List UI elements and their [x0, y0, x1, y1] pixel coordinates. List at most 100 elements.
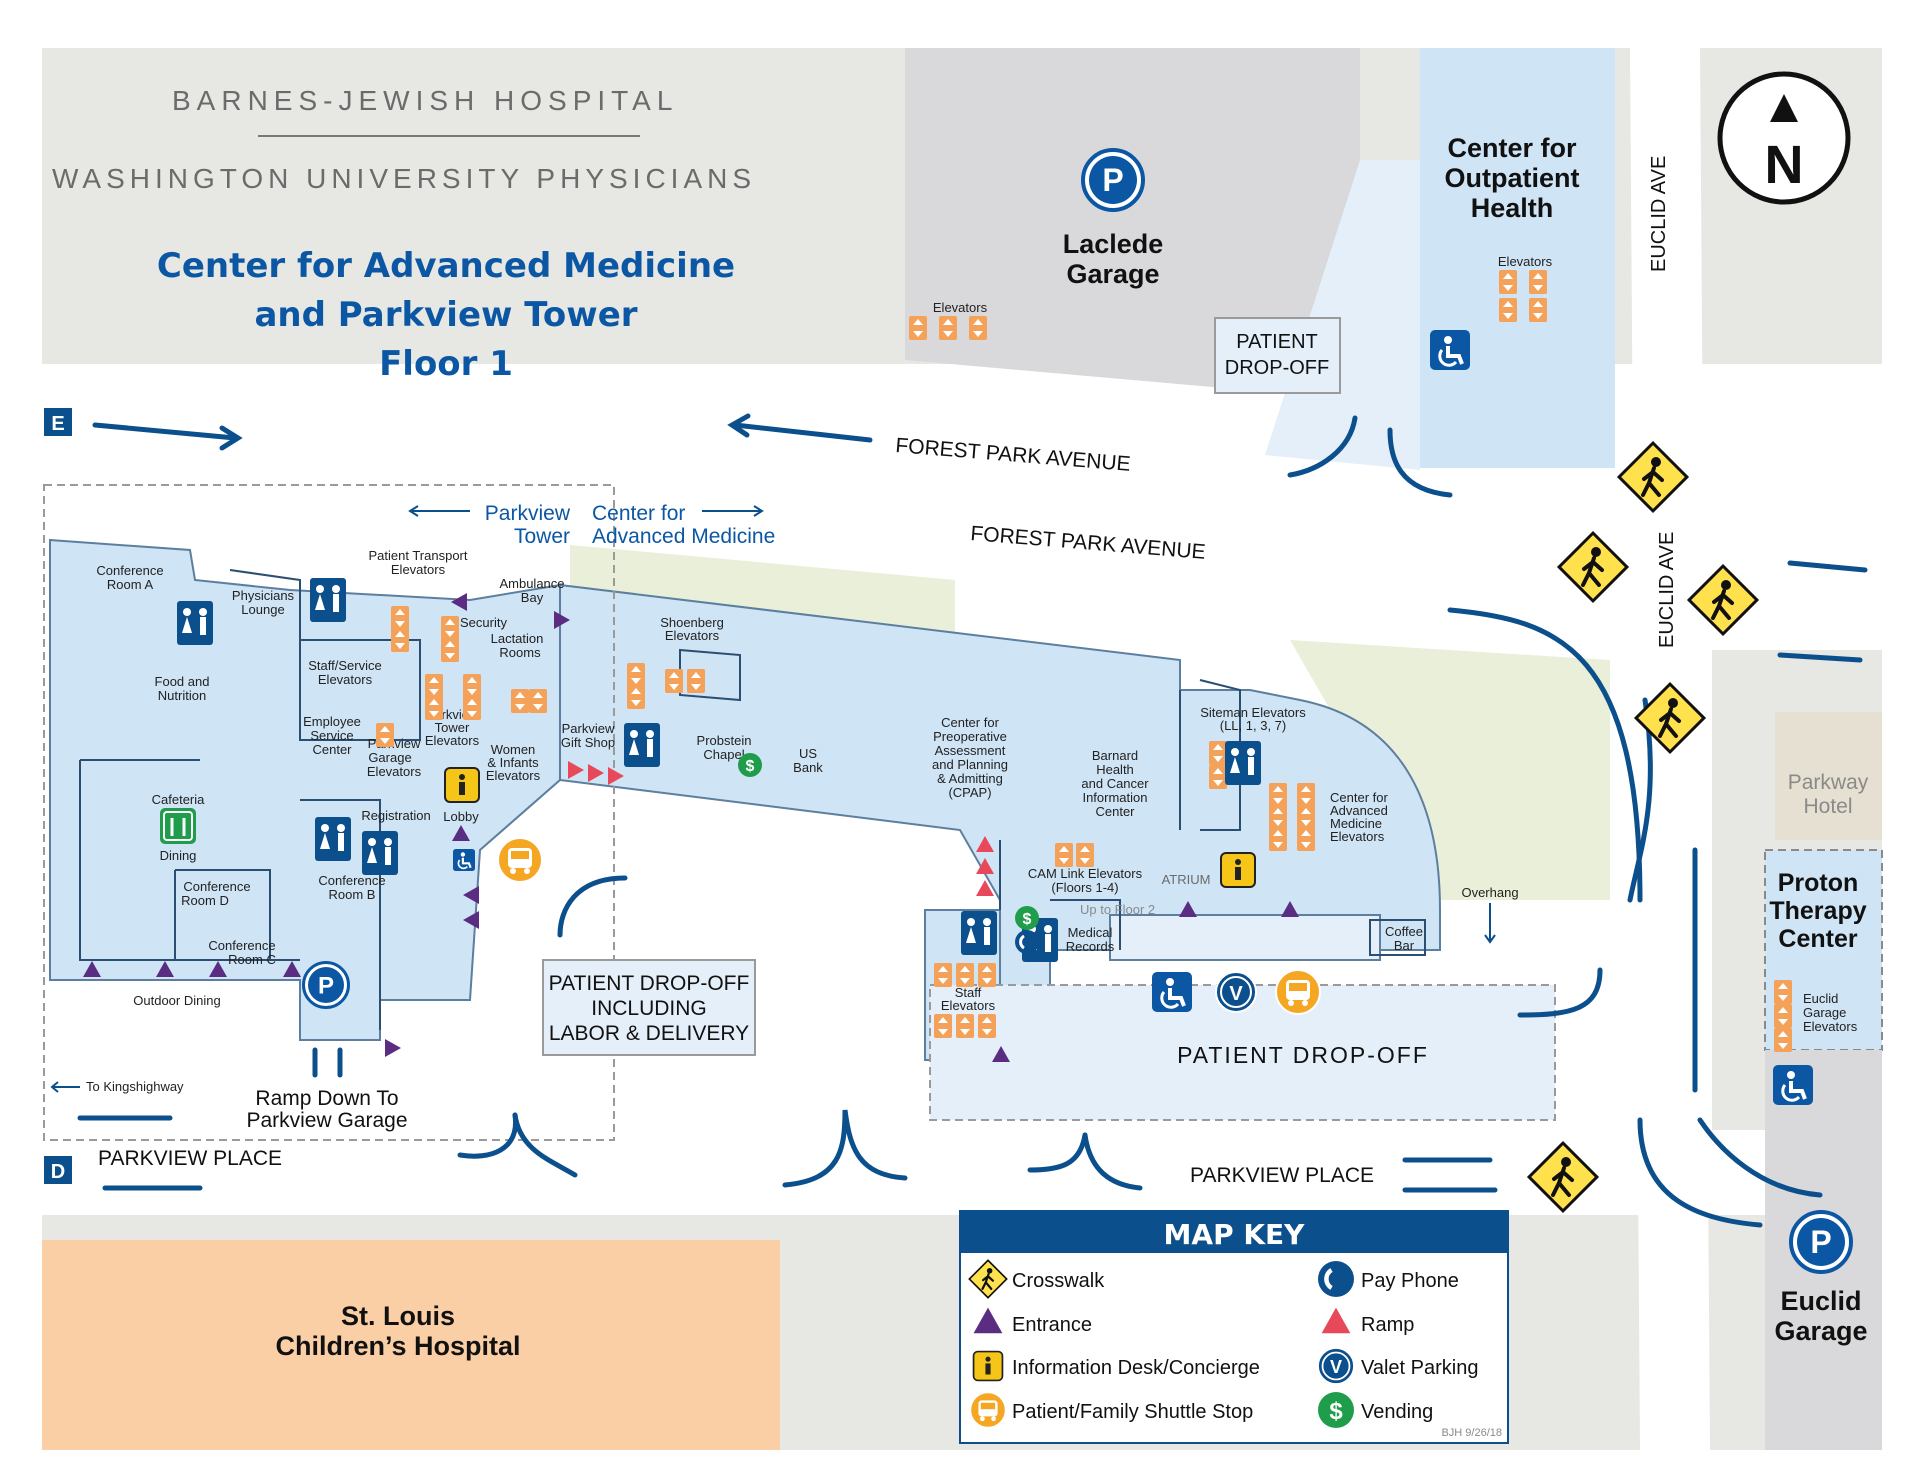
lobby-accessible-icon — [451, 847, 477, 873]
legend-label-valet: Valet Parking — [1361, 1357, 1478, 1379]
room-food-1: Food and — [155, 674, 210, 689]
legend-label-crosswalk: Crosswalk — [1012, 1270, 1105, 1292]
room-cam-elev-2: Advanced — [1330, 803, 1388, 818]
room-barnard-2: Health — [1096, 762, 1134, 777]
room-conference-d-2: Room D — [181, 893, 229, 908]
section-marker-d: D — [51, 1161, 65, 1183]
room-conference-b-1: Conference — [318, 873, 385, 888]
laclede-parking-icon — [1081, 148, 1145, 212]
room-parkview-garage-elev-2: Garage — [368, 750, 411, 765]
room-shoenberg-2: Elevators — [665, 628, 720, 643]
dropoff-shuttle-icon — [1275, 969, 1321, 1015]
room-cpap-1: Center for — [941, 715, 999, 730]
room-women-3: Elevators — [486, 768, 541, 783]
room-cam-link-1: CAM Link Elevators — [1028, 866, 1143, 881]
ramp-label-2: Parkview Garage — [246, 1109, 407, 1132]
room-ambulance-2: Bay — [521, 590, 544, 605]
childrens-label-1: St. Louis — [341, 1301, 455, 1331]
room-lobby: Lobby — [443, 809, 479, 824]
room-siteman-1: Siteman Elevators — [1200, 705, 1306, 720]
compass-letter: N — [1765, 135, 1804, 195]
labor-dropoff-label-1: PATIENT DROP-OFF — [549, 972, 750, 995]
parkview-area-boundary — [43, 484, 615, 1141]
parkway-hotel — [1775, 712, 1882, 840]
map-key-header — [960, 1211, 1508, 1253]
room-us-bank-1: US — [799, 746, 817, 761]
proton-label-3: Center — [1778, 925, 1857, 953]
room-patient-transport-1: Patient Transport — [369, 548, 468, 563]
green-space-east — [1290, 640, 1610, 900]
euclid-garage-label-2: Garage — [1774, 1316, 1867, 1346]
compass-rose: N — [1717, 71, 1851, 205]
euclid-parking-icon — [1789, 1210, 1853, 1274]
street-euclid-2: EUCLID AVE — [1656, 532, 1678, 648]
dropoff-top-label-2: DROP-OFF — [1225, 357, 1329, 379]
outpatient-health-building — [1420, 48, 1615, 468]
room-staff-service-2: Elevators — [318, 672, 373, 687]
overhang-arrow — [1484, 903, 1496, 944]
cam-direction-1: Center for — [592, 502, 685, 525]
room-probstein-1: Probstein — [697, 733, 752, 748]
legend-label-pay-phone: Pay Phone — [1361, 1270, 1459, 1292]
org-line-1: BARNES-JEWISH HOSPITAL — [172, 85, 678, 116]
room-conference-a-2: Room A — [107, 577, 154, 592]
laclede-label-1: Laclede — [1063, 229, 1164, 259]
street-euclid-1: EUCLID AVE — [1648, 156, 1670, 272]
room-employee-1: Employee — [303, 714, 361, 729]
parkview-tower-direction-1: Parkview — [485, 502, 571, 525]
map-title-2: and Parkview Tower — [254, 295, 637, 335]
org-line-2: WASHINGTON UNIVERSITY PHYSICIANS — [52, 163, 756, 194]
room-cpap-2: Preoperative — [933, 729, 1007, 744]
dropoff-top-label-1: PATIENT — [1236, 331, 1317, 353]
room-coffee-1: Coffee — [1385, 924, 1423, 939]
room-cam-elev-4: Elevators — [1330, 829, 1385, 844]
room-atrium: ATRIUM — [1162, 872, 1211, 887]
room-security: Security — [460, 615, 507, 630]
atrium-info-icon — [1220, 852, 1256, 888]
room-barnard-3: and Cancer — [1081, 776, 1149, 791]
interior-walls — [79, 569, 1426, 1030]
proton-accessible-icon — [1771, 1063, 1815, 1107]
room-cam-link-2: (Floors 1-4) — [1051, 880, 1118, 895]
parkview-tower-building — [49, 538, 561, 1041]
legend-label-shuttle: Patient/Family Shuttle Stop — [1012, 1401, 1253, 1423]
street-parkview-place-2: PARKVIEW PLACE — [1190, 1164, 1374, 1187]
parkview-place-road — [42, 1130, 1882, 1215]
room-women-2: & Infants — [487, 755, 539, 770]
dropoff-valet-icon — [1215, 971, 1257, 1013]
room-cpap-6: (CPAP) — [948, 785, 991, 800]
outpatient-label-2: Outpatient — [1445, 163, 1580, 193]
room-lactation-1: Lactation — [491, 631, 544, 646]
legend-label-ramp: Ramp — [1361, 1314, 1414, 1336]
laclede-elevator-icons — [909, 316, 987, 340]
room-conference-b-2: Room B — [329, 887, 376, 902]
room-shoenberg-1: Shoenberg — [660, 615, 724, 630]
legend-label-info: Information Desk/Concierge — [1012, 1357, 1260, 1379]
vending-icon — [1318, 1392, 1354, 1428]
room-staff-service-1: Staff/Service — [308, 658, 381, 673]
staff-phone-icon — [1013, 928, 1041, 956]
childrens-label-2: Children’s Hospital — [275, 1331, 520, 1361]
traffic-arrows — [77, 413, 1868, 1228]
room-barnard-4: Information — [1082, 790, 1147, 805]
staff-vending-icon — [1015, 906, 1039, 930]
room-cam-elev-3: Medicine — [1330, 816, 1382, 831]
map-key-title: MAP KEY — [1164, 1218, 1306, 1251]
labor-dropoff-box — [542, 959, 756, 1056]
room-staff-elev-1: Staff — [955, 985, 982, 1000]
room-physicians-1: Physicians — [232, 588, 295, 603]
outpatient-accessible-icon — [1428, 328, 1472, 372]
room-siteman-2: (LL, 1, 3, 7) — [1220, 718, 1286, 733]
proton-label-2: Therapy — [1769, 897, 1866, 925]
laclede-label-2: Garage — [1066, 259, 1159, 289]
laclede-elevators-label: Elevators — [933, 300, 988, 315]
legend-label-entrance: Entrance — [1012, 1314, 1092, 1336]
room-physicians-2: Lounge — [241, 602, 284, 617]
dropoff-accessible-icon — [1150, 970, 1194, 1014]
parkway-hotel-label-2: Hotel — [1803, 795, 1852, 818]
room-probstein-2: Chapel — [703, 747, 744, 762]
lobby-info-icon — [444, 767, 480, 803]
to-kingshighway-label: To Kingshighway — [86, 1079, 184, 1094]
room-lactation-2: Rooms — [499, 645, 541, 660]
